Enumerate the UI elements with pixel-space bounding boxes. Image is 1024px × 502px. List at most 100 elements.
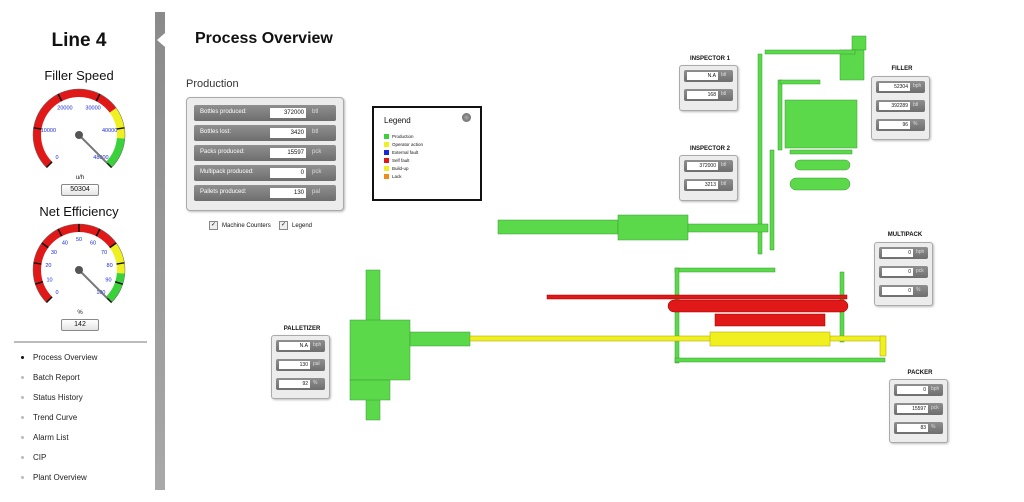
counter-unit: btl	[721, 91, 727, 97]
counter-unit: btl	[913, 102, 919, 108]
legend-item: Lack	[384, 174, 402, 179]
gauge-tick-label: 40	[62, 240, 68, 246]
legend-item-label: Production	[392, 134, 414, 139]
filler-infeed	[851, 35, 867, 51]
machine-counters-checkbox[interactable]: ✓ Machine Counters	[209, 221, 271, 230]
gauge-tick-label: 90	[105, 278, 111, 284]
menu-item-label: CIP	[33, 453, 47, 462]
gauge-tick	[57, 93, 63, 102]
counter-value: 0	[882, 249, 913, 257]
production-row-label: Pallets produced:	[200, 189, 247, 195]
legend-checkbox[interactable]: ✓ Legend	[279, 221, 312, 230]
palletizer-infeed	[409, 331, 471, 347]
legend-swatch	[384, 142, 389, 147]
production-row-unit: pck	[312, 149, 322, 155]
counter-value: 3213	[687, 181, 718, 189]
gauge-tick	[95, 228, 101, 237]
legend-item-label: Operator action	[392, 142, 424, 147]
gauge-hub	[75, 266, 83, 274]
line-title: Line 4	[51, 30, 107, 51]
menu-item-cip[interactable]: CIP	[21, 453, 47, 462]
gauge-tick-label: 50	[76, 237, 82, 243]
menu-item-label: Plant Overview	[33, 473, 87, 482]
gauge-tick	[116, 127, 125, 130]
net-efficiency-unit: %	[77, 310, 83, 316]
gauge-tick	[41, 242, 49, 249]
return-conveyor	[674, 267, 776, 273]
menu-item-label: Batch Report	[33, 373, 80, 382]
gauge-needle	[78, 134, 108, 164]
fault-loop	[667, 299, 849, 313]
counter-unit: bph	[916, 249, 925, 255]
gauge-tick-label: 20000	[57, 105, 72, 111]
menu-item-plant-overview[interactable]: Plant Overview	[21, 473, 87, 482]
filler-machine	[784, 99, 858, 149]
gauge-tick-label: 0	[56, 155, 59, 161]
inspector1-title: INSPECTOR 1	[690, 56, 730, 62]
legend-checkbox-label: Legend	[292, 222, 313, 229]
palletizer-machine	[349, 319, 411, 381]
menu-item-process-overview[interactable]: Process Overview	[21, 353, 97, 362]
bullet-icon	[21, 396, 24, 399]
production-title: Production	[186, 78, 239, 90]
menu-item-batch-report[interactable]: Batch Report	[21, 373, 80, 382]
packer-conveyor-bottom	[674, 357, 886, 363]
machine-counters-label: Machine Counters	[222, 222, 271, 229]
menu-separator	[14, 341, 147, 343]
counter-value: 96	[879, 121, 910, 129]
counter-unit: %	[931, 424, 936, 430]
inspector-conveyor	[497, 219, 619, 235]
gauge-tick	[33, 262, 42, 265]
gauge-tick-label: 0	[56, 290, 59, 296]
gauge-tick-label: 10	[46, 278, 52, 284]
checkbox-checked-icon[interactable]: ✓	[279, 221, 288, 230]
palletizer-out	[349, 379, 391, 401]
gauge-tick	[45, 296, 53, 304]
conveyor-vertical-main	[757, 53, 763, 255]
packer-end	[879, 335, 887, 357]
conveyor-vertical-2	[769, 149, 775, 251]
gauge-tick-label: 40000	[102, 128, 117, 134]
collapse-arrow-icon[interactable]	[157, 33, 165, 47]
legend-item-label: Lack	[392, 174, 402, 179]
filler-hopper	[839, 49, 865, 81]
gauge-needle	[78, 269, 108, 299]
filler-title: FILLER	[891, 66, 913, 72]
page-title: Process Overview	[195, 30, 333, 47]
menu-item-status-history[interactable]: Status History	[21, 393, 83, 402]
legend-item: Build-up	[384, 166, 409, 171]
packer-title: PACKER	[907, 370, 933, 376]
counter-unit: pck	[931, 405, 939, 411]
menu-item-alarm-list[interactable]: Alarm List	[21, 433, 69, 442]
counter-unit: btl	[721, 72, 727, 78]
palletizer-counter-row: 92%	[276, 378, 325, 390]
counter-unit: btl	[721, 162, 727, 168]
production-row-unit: btl	[312, 129, 319, 135]
legend-item: Production	[384, 134, 414, 139]
filler-counter-row: 96%	[876, 119, 925, 131]
fault-machine	[714, 313, 826, 327]
gauge-tick	[109, 242, 117, 249]
legend-item: Operator action	[384, 142, 423, 147]
production-row-value: 0	[270, 168, 306, 178]
counter-value: 0	[882, 268, 913, 276]
menu-item-trend-curve[interactable]: Trend Curve	[21, 413, 77, 422]
gauge-tick-label: 30	[51, 250, 57, 256]
counter-unit: %	[913, 121, 918, 127]
checkbox-checked-icon[interactable]: ✓	[209, 221, 218, 230]
gauge-tick	[95, 93, 101, 102]
conveyor-top-filler	[779, 79, 821, 85]
close-icon[interactable]	[462, 113, 471, 122]
counter-value: N.A	[687, 72, 718, 80]
